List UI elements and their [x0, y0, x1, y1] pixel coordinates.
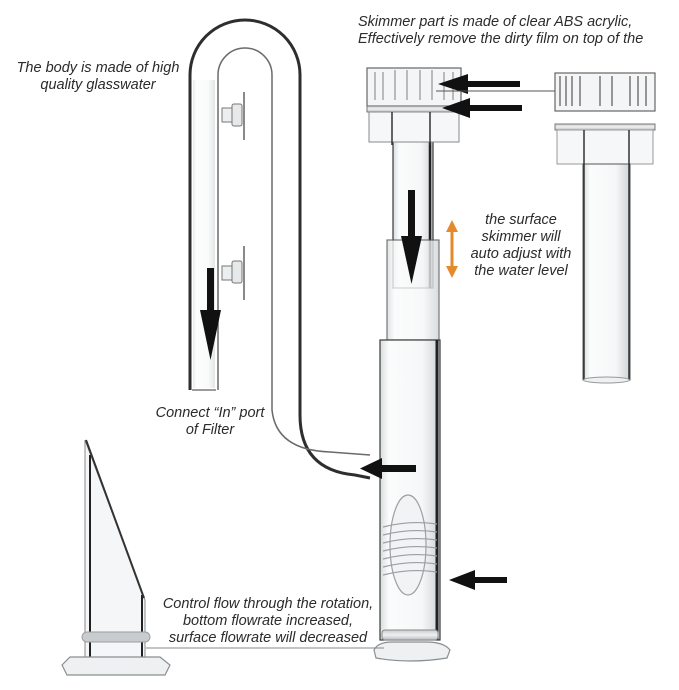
- note-line: Control flow through the rotation,: [162, 596, 374, 612]
- suction-cup-lower: [221, 246, 245, 300]
- suction-cup-upper: [221, 92, 245, 140]
- note-line: the surface: [485, 212, 557, 228]
- note-line: of Filter: [185, 422, 235, 438]
- skimmer-head: [366, 67, 462, 145]
- arrow-icon: [360, 458, 416, 479]
- note-line: the water level: [474, 263, 568, 279]
- double-arrow-icon: [446, 220, 458, 278]
- note-line: skimmer will: [481, 229, 561, 245]
- note-line: surface flowrate will decreased: [168, 630, 368, 646]
- skimmer-material-note: Skimmer part is made of clear ABS acryli…: [358, 14, 679, 48]
- note-line: The body is made of high: [16, 60, 180, 76]
- note-line: quality glasswater: [40, 77, 156, 93]
- note-line: bottom flowrate increased,: [182, 613, 354, 629]
- arrow-icon: [200, 268, 221, 360]
- arrow-icon: [401, 190, 422, 284]
- skimmer-column: [373, 117, 451, 662]
- detached-skimmer-part: [554, 72, 656, 384]
- arrow-icon: [449, 570, 507, 590]
- arrow-icon: [438, 74, 520, 94]
- inlet-port-note: Connect “In” port of Filter: [140, 405, 280, 439]
- auto-adjust-note: the surface skimmer will auto adjust wit…: [462, 212, 580, 280]
- note-line: Effectively remove the dirty film on top…: [358, 31, 644, 47]
- angled-intake-part: [61, 439, 171, 676]
- note-line: Skimmer part is made of clear ABS acryli…: [358, 14, 633, 30]
- note-line: Connect “In” port: [155, 405, 265, 421]
- body-material-note: The body is made of high quality glasswa…: [0, 60, 196, 94]
- note-line: auto adjust with: [470, 246, 572, 262]
- flow-control-note: Control flow through the rotation, botto…: [148, 596, 388, 647]
- arrow-icon: [442, 98, 522, 118]
